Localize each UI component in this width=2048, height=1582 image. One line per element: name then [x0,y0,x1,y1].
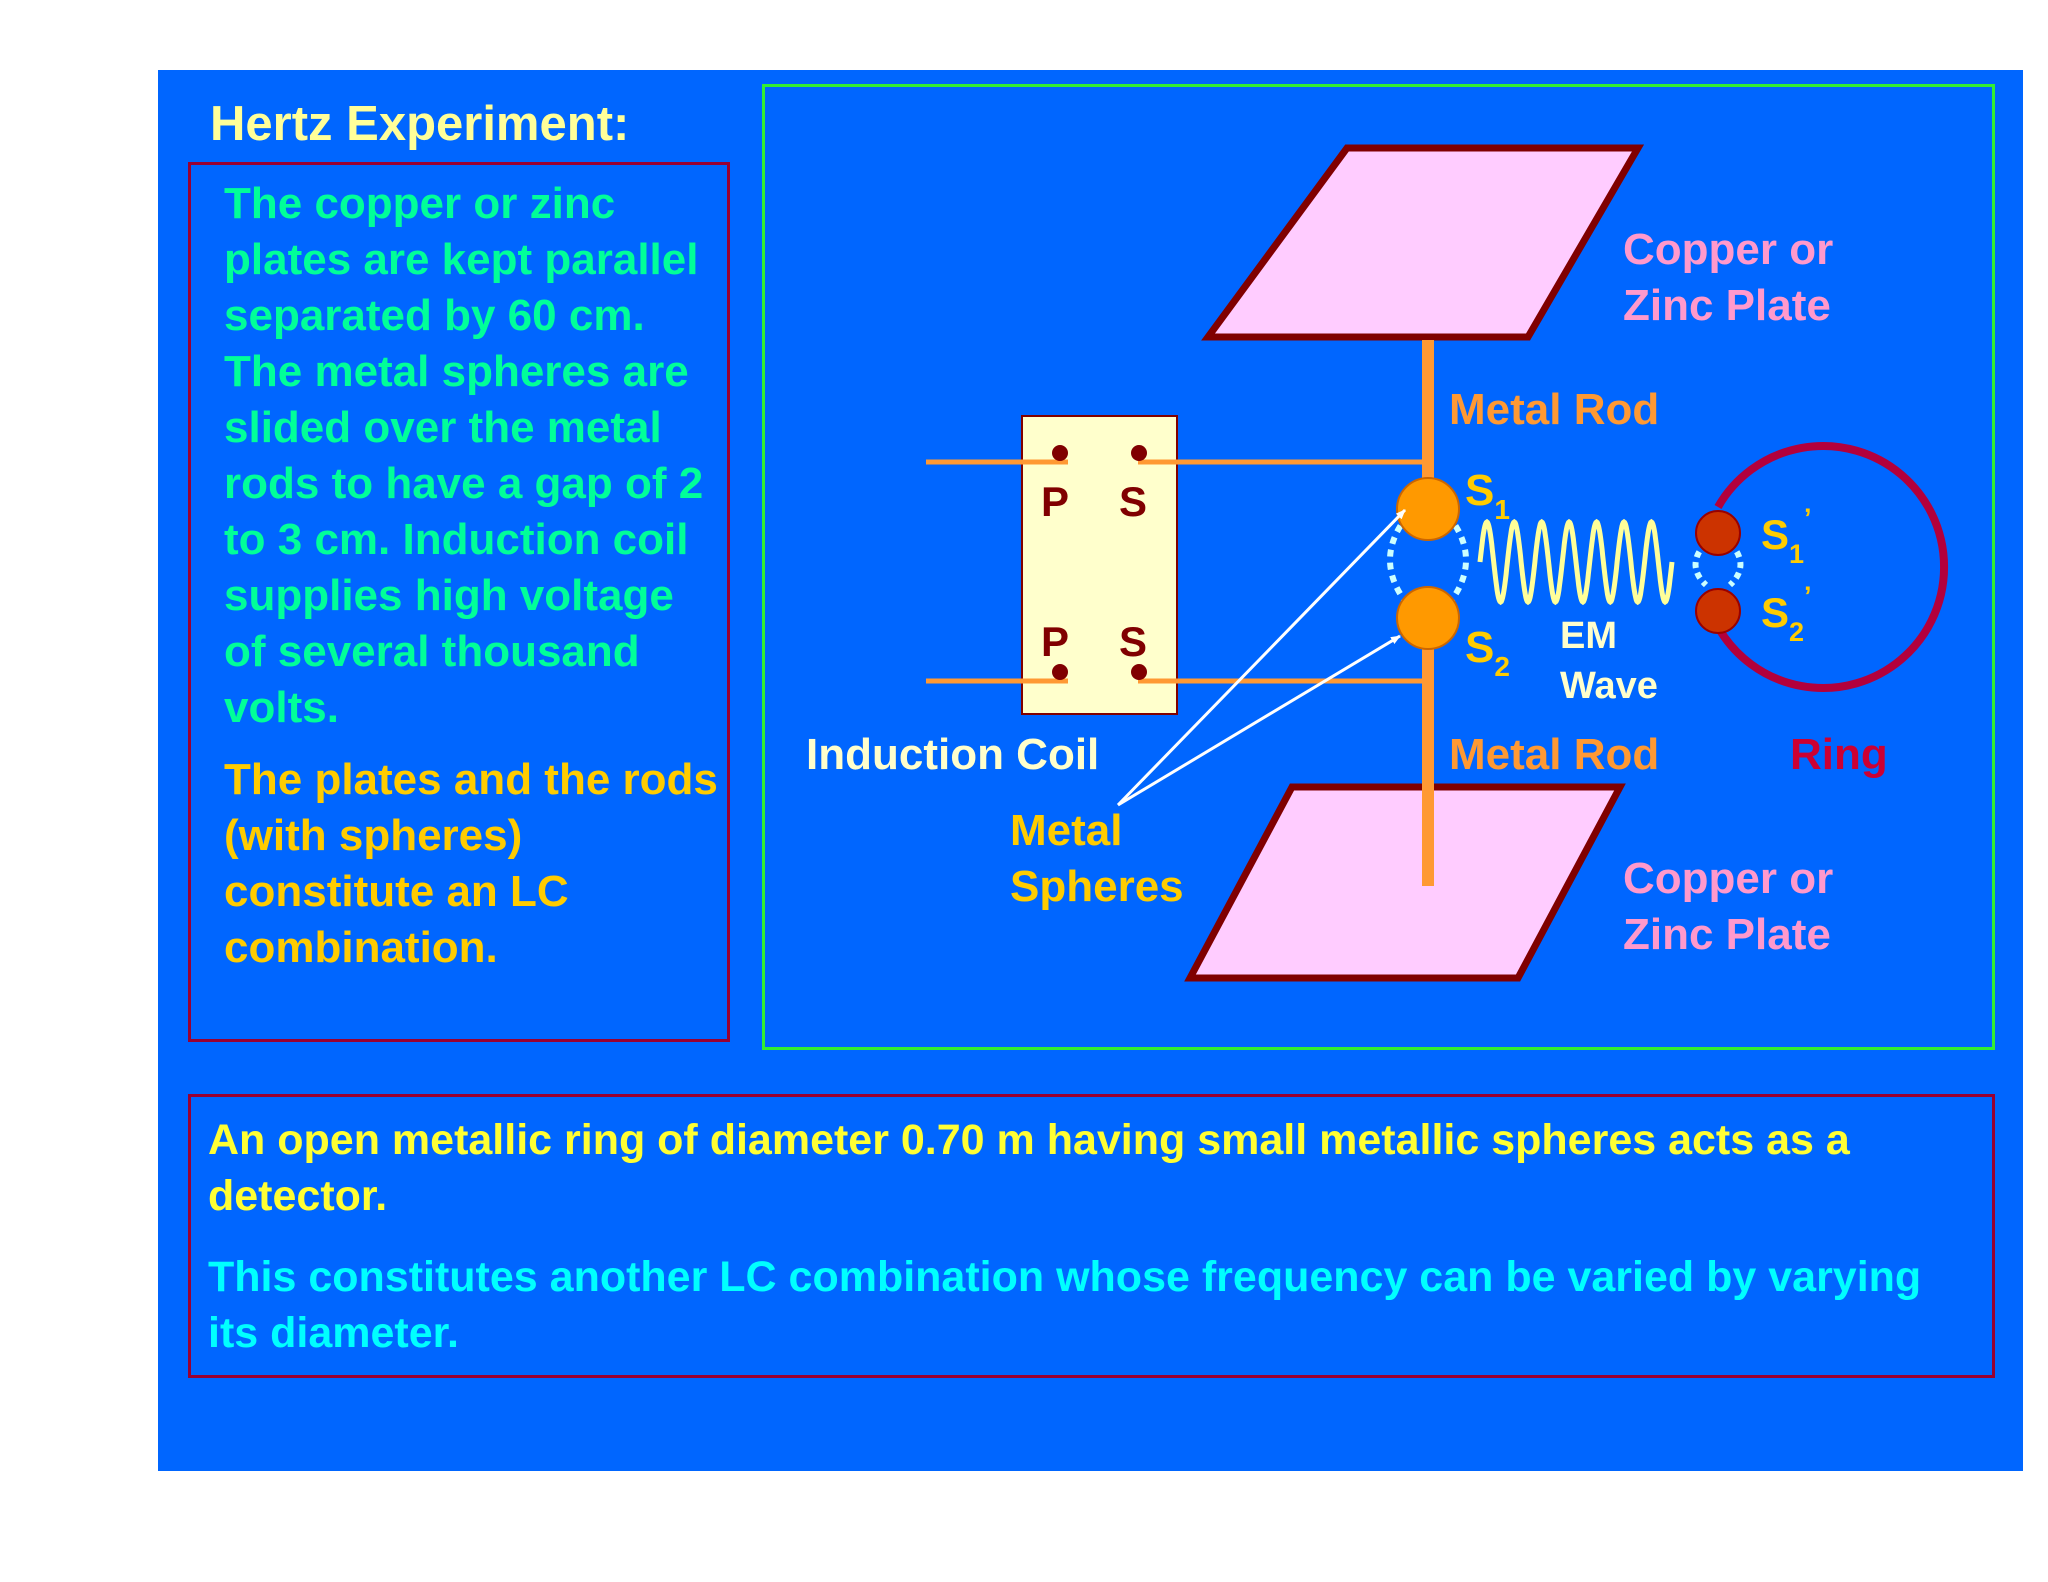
slide-title: Hertz Experiment: [210,97,630,151]
top-rod-label: Metal Rod [1449,385,1659,434]
coil-primary-label: P [1041,618,1069,665]
frequency-paragraph: This constitutes another LC combination … [208,1253,1922,1357]
detector-paragraph: An open metallic ring of diameter 0.70 m… [208,1116,1850,1220]
s2-prime-label: S2’ [1761,581,1812,647]
bottom-text-frame [188,1094,1995,1378]
lc-note-paragraph: The plates and the rods (with spheres) c… [224,755,718,972]
sphere-s2-prime [1695,588,1741,634]
metal-spheres-label: Metal Spheres [1010,806,1184,911]
coil-terminal-dot [1131,445,1147,461]
top-plate-label: Copper or Zinc Plate [1623,225,1845,330]
s1-label: S1 [1465,466,1510,525]
coil-terminal-dot [1131,664,1147,680]
left-text-frame [188,162,730,1042]
induction-coil-label: Induction Coil [806,730,1099,779]
coil-secondary-label: S [1119,478,1147,525]
bottom-copper-plate [1184,783,1626,982]
sphere-pointer-arrow [1116,508,1407,807]
bottom-plate-label: Copper or Zinc Plate [1623,854,1845,959]
sphere-pointer-arrow [1117,634,1401,807]
bottom-rod-label: Metal Rod [1449,730,1659,779]
bottom-text-panel: An open metallic ring of diameter 0.70 m… [208,1112,1978,1386]
diagram-frame [762,84,1995,1050]
top-copper-plate [1201,144,1645,341]
coil-primary-label: P [1041,478,1069,525]
coil-secondary-label: S [1119,618,1147,665]
coil-terminal-dot [1052,445,1068,461]
induction-coil-box [1021,415,1178,715]
left-text-panel: The copper or zinc plates are kept paral… [224,176,724,992]
description-paragraph: The copper or zinc plates are kept paral… [224,179,704,732]
em-wave-label: EM Wave [1560,615,1658,707]
ring-label: Ring [1790,730,1888,779]
sphere-s1-prime [1695,510,1741,556]
s2-label: S2 [1465,623,1510,682]
sphere-s1 [1396,477,1460,541]
coil-terminal-dot [1052,664,1068,680]
slide-background [158,70,2023,1471]
s1-prime-label: S1’ [1761,503,1812,569]
sphere-s2 [1396,586,1460,650]
detector-ring [1714,442,1949,692]
em-wave [1477,518,1675,606]
